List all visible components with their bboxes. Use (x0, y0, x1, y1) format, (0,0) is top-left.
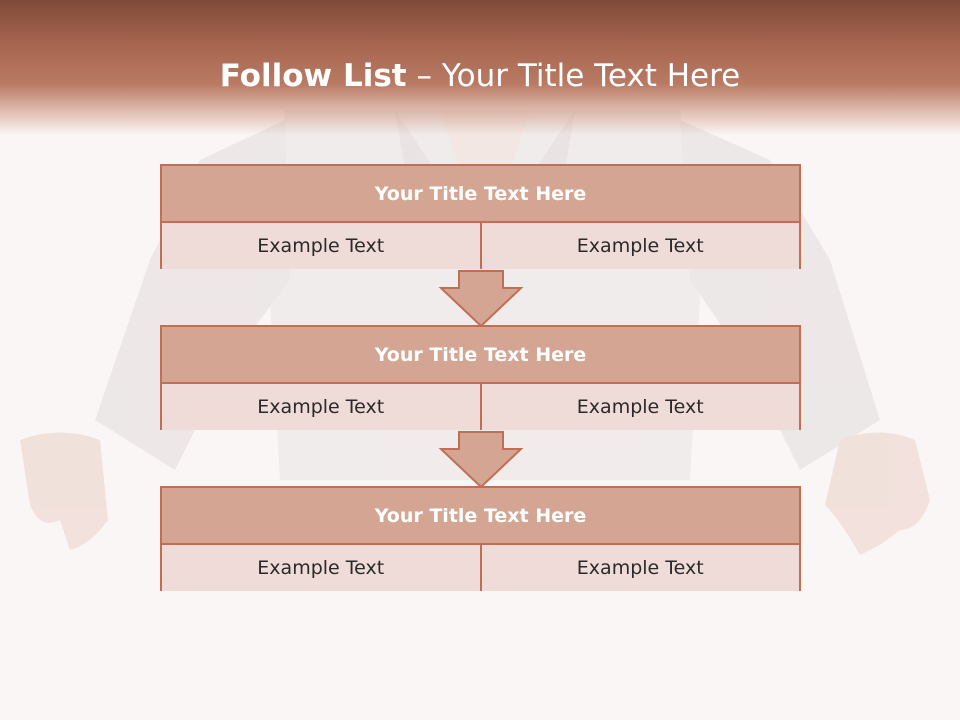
title-banner (0, 0, 960, 135)
slide-title-rest: – Your Title Text Here (406, 58, 741, 94)
list-card-2: Your Title Text Here Example Text Exampl… (160, 325, 801, 430)
card-cell-right: Example Text (479, 545, 799, 591)
down-arrow-icon (438, 270, 524, 328)
list-card-1: Your Title Text Here Example Text Exampl… (160, 164, 801, 269)
down-arrow-icon (438, 431, 524, 489)
card-title: Your Title Text Here (162, 166, 799, 223)
card-cell-left: Example Text (162, 384, 480, 430)
card-cell-left: Example Text (162, 545, 480, 591)
slide-title: Follow List – Your Title Text Here (0, 56, 960, 96)
card-cell-right: Example Text (479, 384, 799, 430)
card-title: Your Title Text Here (162, 488, 799, 545)
slide-title-strong: Follow List (219, 58, 407, 94)
card-cell-left: Example Text (162, 223, 480, 269)
card-cell-right: Example Text (479, 223, 799, 269)
list-card-3: Your Title Text Here Example Text Exampl… (160, 486, 801, 591)
card-title: Your Title Text Here (162, 327, 799, 384)
